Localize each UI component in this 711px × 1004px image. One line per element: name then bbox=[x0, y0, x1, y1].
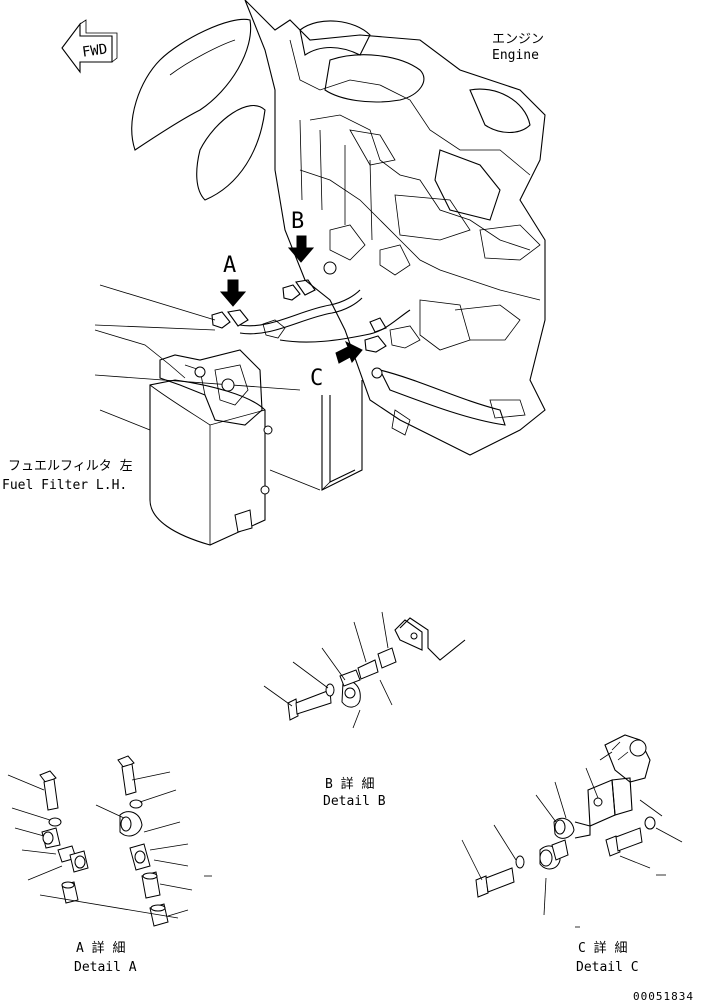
detail-b-drawing bbox=[263, 611, 466, 729]
engine-assembly bbox=[131, 0, 546, 456]
callout-c-label: C bbox=[310, 366, 323, 391]
callout-a-label: A bbox=[223, 253, 236, 278]
callout-c: C bbox=[310, 317, 387, 391]
detail-a-label-en: Detail A bbox=[74, 960, 137, 975]
callout-a: A bbox=[211, 253, 249, 329]
callout-b: B bbox=[282, 209, 316, 301]
fuel-filter-label-en: Fuel Filter L.H. bbox=[2, 478, 127, 493]
engine-label-jp: エンジン bbox=[492, 32, 544, 47]
detail-c-label-jp: C 詳 細 bbox=[578, 940, 627, 956]
callout-b-label: B bbox=[291, 209, 304, 234]
detail-c-drawing bbox=[461, 734, 683, 928]
detail-a-label-jp: A 詳 細 bbox=[76, 940, 125, 956]
detail-a-drawing bbox=[7, 755, 212, 927]
engine-clamps bbox=[262, 261, 421, 349]
detail-c-label-en: Detail C bbox=[576, 960, 639, 975]
bracket-frame bbox=[321, 380, 363, 491]
fwd-arrow: FWD bbox=[61, 19, 118, 74]
engine-label-en: Engine bbox=[492, 48, 539, 63]
fuel-lines bbox=[94, 284, 411, 491]
drawing-number: 00051834 bbox=[633, 990, 694, 1003]
fuel-filter-label-jp: フュエルフィルタ 左 bbox=[8, 459, 133, 474]
detail-b-label-en: Detail B bbox=[323, 794, 386, 809]
detail-b-label-jp: B 詳 細 bbox=[325, 776, 374, 792]
fwd-label: FWD bbox=[81, 41, 108, 60]
fuel-filter bbox=[149, 349, 273, 546]
